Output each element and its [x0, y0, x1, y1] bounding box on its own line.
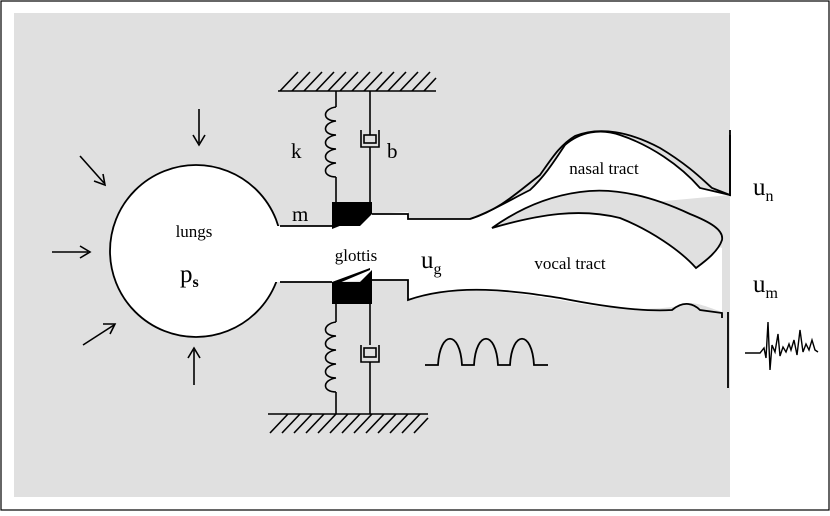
damping-label: b: [387, 139, 398, 163]
lower-mass-block: [332, 270, 372, 304]
arrow-top-icon: [192, 109, 206, 147]
lower-damper: [360, 304, 380, 414]
nasal-septum: [491, 189, 723, 270]
upper-spring: [324, 91, 337, 202]
lower-spring: [324, 304, 337, 414]
spring-constant-label: k: [291, 139, 302, 163]
vocal-tract-label: vocal tract: [534, 254, 606, 273]
top-wall: [278, 71, 437, 92]
upper-mass-block: [332, 202, 372, 226]
arrow-lower-left-icon: [82, 323, 117, 346]
lungs-label: lungs: [176, 222, 213, 241]
mouth-flow-label: um: [753, 271, 779, 302]
mass-label: m: [292, 202, 308, 226]
nasal-flow-label: un: [753, 174, 774, 205]
arrow-upper-left-icon: [79, 155, 107, 187]
arrow-left-icon: [52, 245, 92, 259]
bottom-wall: [268, 413, 429, 434]
radiated-signal-waveform: [745, 321, 819, 371]
arrow-bottom-icon: [187, 346, 201, 385]
glottal-flow-label: ug: [421, 247, 442, 278]
upper-damper: [360, 91, 380, 202]
glottis-label: glottis: [335, 246, 378, 265]
lungs-pressure-label: ps: [180, 261, 199, 291]
lungs-circle: [109, 164, 283, 338]
nasal-tract-shape: [469, 130, 731, 220]
airway-body: [109, 130, 731, 338]
nasal-tract-label: nasal tract: [569, 159, 639, 178]
pressure-arrows: [52, 109, 206, 385]
glottal-flow-waveform: [425, 337, 548, 366]
